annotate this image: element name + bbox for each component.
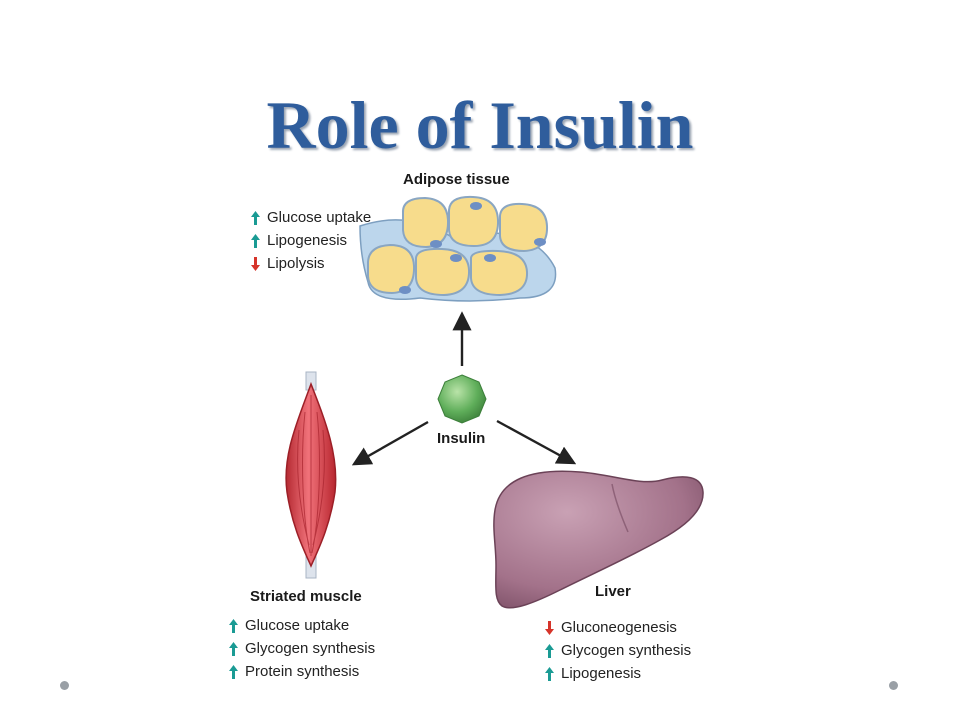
adipose-label: Adipose tissue <box>403 171 510 188</box>
increase-arrow-icon <box>543 666 556 682</box>
effect-item: Protein synthesis <box>227 660 375 683</box>
decrease-arrow-icon <box>249 256 262 272</box>
adipose-cells-icon <box>359 195 557 302</box>
insulin-molecule-icon <box>437 374 487 424</box>
effect-item: Lipolysis <box>249 252 371 275</box>
effect-item: Lipogenesis <box>249 229 371 252</box>
liver-label: Liver <box>595 583 631 600</box>
effect-item: Glucose uptake <box>249 206 371 229</box>
arrow-to-liver <box>496 419 577 465</box>
muscle-icon <box>285 371 337 579</box>
increase-arrow-icon <box>249 233 262 249</box>
adipose-effects: Glucose uptake Lipogenesis Lipolysis <box>249 206 371 275</box>
effect-item: Lipogenesis <box>543 662 691 685</box>
increase-arrow-icon <box>249 210 262 226</box>
increase-arrow-icon <box>543 643 556 659</box>
effect-item: Gluconeogenesis <box>543 616 691 639</box>
slide-dot-left <box>60 681 69 690</box>
increase-arrow-icon <box>227 641 240 657</box>
insulin-label: Insulin <box>437 430 486 447</box>
liver-icon <box>493 470 704 609</box>
muscle-effects: Glucose uptake Glycogen synthesis Protei… <box>227 614 375 683</box>
slide-dot-right <box>889 681 898 690</box>
increase-arrow-icon <box>227 664 240 680</box>
page-title: Role of Insulin <box>266 87 694 163</box>
decrease-arrow-icon <box>543 620 556 636</box>
liver-effects: Gluconeogenesis Glycogen synthesis Lipog… <box>543 616 691 685</box>
muscle-label: Striated muscle <box>250 588 362 605</box>
increase-arrow-icon <box>227 618 240 634</box>
effect-item: Glycogen synthesis <box>227 637 375 660</box>
effect-item: Glycogen synthesis <box>543 639 691 662</box>
effect-item: Glucose uptake <box>227 614 375 637</box>
arrow-to-muscle <box>351 420 429 466</box>
